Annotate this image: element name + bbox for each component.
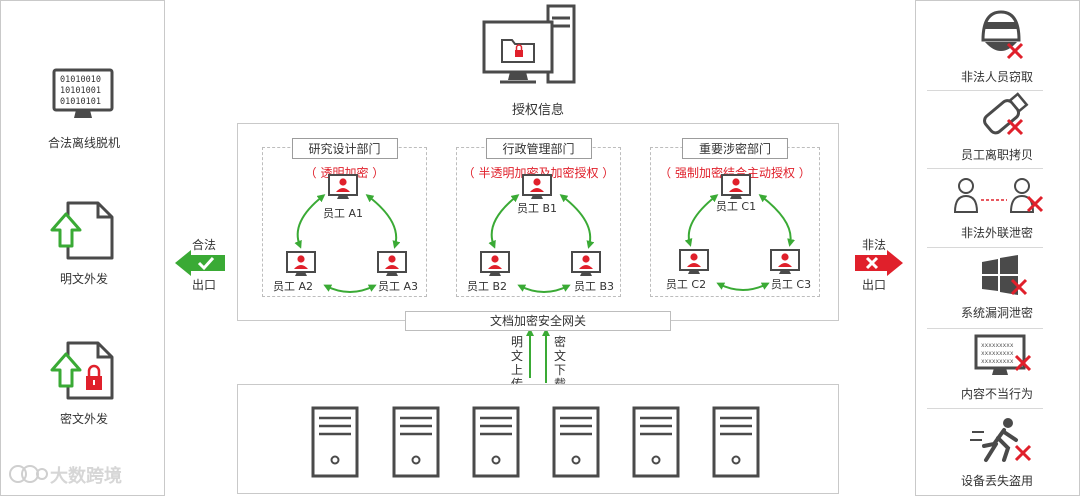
binary-line-1: 01010010 — [60, 75, 101, 85]
cycle-arrow-b-right — [559, 194, 595, 249]
left-item-offline-label: 合法离线脱机 — [47, 136, 121, 150]
employee-b1-label: 员工 B1 — [516, 202, 558, 215]
illegal-exit-label-bottom: 出口 — [862, 278, 887, 292]
threat-label-intruder: 非法人员窃取 — [960, 70, 1034, 84]
watermark-text: 大数跨境 — [50, 466, 122, 487]
cycle-arrow-c-right — [758, 194, 796, 247]
illegal-exit-label-top: 非法 — [862, 238, 887, 252]
department-admin-title: 行政管理部门 — [485, 138, 592, 159]
threat-divider — [927, 247, 1043, 248]
employee-a2-label: 员工 A2 — [272, 280, 314, 293]
authorization-computer-icon — [482, 4, 576, 84]
threat-label-vulnerability: 系统漏洞泄密 — [960, 306, 1034, 320]
department-research-mode: （ 透明加密 ） — [304, 166, 385, 180]
employee-b3-label: 员工 B3 — [573, 280, 615, 293]
threat-label-connection: 非法外联泄密 — [960, 226, 1034, 240]
threat-label-device: 设备丢失盗用 — [960, 474, 1034, 488]
legal-exit-arrow — [175, 250, 225, 276]
cycle-arrow-b-left — [488, 194, 520, 249]
left-item-cipher-label: 密文外发 — [59, 412, 109, 426]
department-classified-title: 重要涉密部门 — [681, 138, 789, 159]
text-monitor-line-3: xxxxxxxxx — [981, 358, 1014, 365]
people-connection-icon — [953, 178, 1044, 213]
authorization-label: 授权信息 — [511, 103, 565, 118]
department-classified-mode: （ 强制加密结合主动授权 ） — [659, 166, 811, 180]
department-classified: 重要涉密部门 （ 强制加密结合主动授权 ） — [650, 138, 820, 297]
cycle-arrow-a-bottom — [323, 284, 377, 293]
running-thief-icon — [970, 418, 1032, 462]
department-research: 研究设计部门 （ 透明加密 ） — [262, 138, 427, 297]
department-research-title: 研究设计部门 — [291, 138, 398, 159]
cycle-arrow-c-bottom — [716, 282, 770, 291]
text-monitor-line-1: xxxxxxxxx — [981, 342, 1014, 349]
employee-c2-label: 员工 C2 — [665, 278, 707, 291]
legal-exit-label-top: 合法 — [192, 238, 217, 252]
masked-intruder-icon — [981, 10, 1024, 60]
employee-a1-label: 员工 A1 — [322, 207, 364, 220]
department-admin-mode: （ 半透明加密及加密授权 ） — [462, 166, 615, 180]
left-item-plain-label: 明文外发 — [59, 272, 109, 286]
cycle-arrow-c-left — [684, 194, 719, 247]
cycle-arrow-b-bottom — [517, 284, 571, 293]
legal-exit-label-bottom: 出口 — [192, 278, 217, 292]
upload-document-icon — [50, 201, 114, 260]
usb-drive-icon — [983, 92, 1029, 136]
binary-line-3: 01010101 — [60, 97, 101, 107]
threat-label-usb: 员工离职拷贝 — [960, 148, 1034, 162]
cycle-arrow-a-right — [365, 194, 401, 249]
text-monitor-icon: xxxxxxxxx xxxxxxxxx xxxxxxxxx — [974, 334, 1032, 375]
text-monitor-line-2: xxxxxxxxx — [981, 350, 1014, 357]
binary-monitor-icon: 01010010 10101001 01010101 — [52, 68, 114, 118]
employee-c1-label: 员工 C1 — [715, 200, 757, 213]
employee-c3-label: 员工 C3 — [770, 278, 812, 291]
employee-a3-label: 员工 A3 — [377, 280, 419, 293]
threat-label-content: 内容不当行为 — [960, 387, 1034, 401]
department-admin: 行政管理部门 （ 半透明加密及加密授权 ） — [456, 138, 621, 297]
watermark-logo-icon — [9, 465, 48, 483]
threat-divider — [927, 408, 1043, 409]
binary-line-2: 10101001 — [60, 86, 101, 96]
threat-divider — [927, 168, 1043, 169]
cycle-arrow-a-left — [294, 194, 326, 249]
employee-b2-label: 员工 B2 — [466, 280, 508, 293]
threat-divider — [927, 328, 1043, 329]
illegal-exit-arrow — [855, 250, 903, 276]
locked-upload-document-icon — [50, 341, 114, 400]
threat-divider — [927, 90, 1043, 91]
windows-logo-icon — [982, 255, 1028, 296]
encryption-gateway: 文档加密安全网关 — [405, 311, 671, 331]
